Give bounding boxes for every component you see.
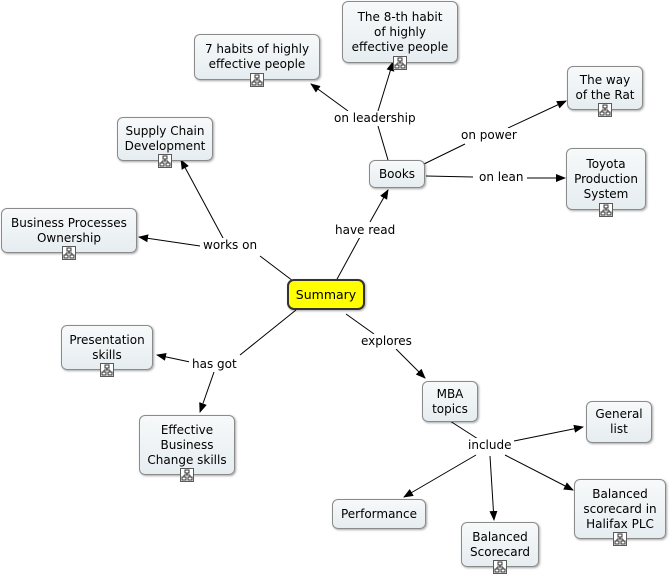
connector-works-on-supply: [180, 159, 224, 239]
node-summary[interactable]: Summary: [287, 279, 365, 310]
connector-mba-include: [449, 420, 479, 440]
node-halifax-label: Balanced scorecard in Halifax PLC: [583, 486, 657, 531]
node-general-list-label: General list: [595, 407, 643, 436]
resource-icon[interactable]: [180, 468, 194, 482]
node-toyota[interactable]: Toyota Production System: [566, 148, 646, 217]
link-label-on-lean: on lean: [476, 170, 527, 185]
node-presentation-skills-label: Presentation skills: [69, 332, 145, 362]
connector-summary-explores: [345, 313, 375, 335]
connector-books-on-leadership: [377, 125, 389, 161]
node-balanced-scorecard[interactable]: Balanced Scorecard: [461, 522, 539, 574]
connector-summary-works-on: [259, 255, 294, 282]
link-label-has-got: has got: [189, 357, 240, 372]
connector-on-leadership-8habit: [377, 61, 395, 112]
resource-icon[interactable]: [493, 560, 507, 574]
node-business-processes[interactable]: Business Processes Ownership: [1, 208, 137, 260]
node-way-of-the-rat-label: The way of the Rat: [575, 73, 635, 102]
link-label-include: include: [465, 438, 515, 453]
connector-include-performance: [403, 454, 477, 498]
resource-icon[interactable]: [158, 154, 172, 168]
resource-icon[interactable]: [100, 363, 114, 377]
connector-books-on-lean: [425, 175, 474, 178]
connector-explores-mba: [395, 348, 426, 379]
link-label-have-read: have read: [332, 223, 399, 238]
node-supply-chain-label: Supply Chain Development: [124, 124, 206, 153]
connector-works-on-bpo: [138, 234, 201, 247]
resource-icon[interactable]: [598, 103, 612, 117]
node-toyota-label: Toyota Production System: [574, 156, 638, 201]
node-performance[interactable]: Performance: [332, 499, 426, 529]
node-halifax[interactable]: Balanced scorecard in Halifax PLC: [574, 479, 666, 546]
connector-include-general: [513, 424, 584, 442]
node-7-habits-label: 7 habits of highly effective people: [204, 42, 310, 71]
link-label-on-leadership: on leadership: [331, 111, 419, 126]
connector-books-on-power: [423, 143, 466, 165]
node-balanced-scorecard-label: Balanced Scorecard: [470, 529, 530, 559]
connector-summary-have-read: [335, 236, 361, 282]
resource-icon[interactable]: [599, 203, 613, 217]
connector-has-got-change: [199, 371, 215, 413]
node-general-list[interactable]: General list: [586, 401, 652, 443]
node-books[interactable]: Books: [369, 160, 425, 188]
node-presentation-skills[interactable]: Presentation skills: [61, 325, 153, 377]
resource-icon[interactable]: [62, 246, 76, 260]
node-change-skills-label: Effective Business Change skills: [147, 422, 227, 467]
resource-icon[interactable]: [393, 56, 407, 70]
node-business-processes-label: Business Processes Ownership: [11, 215, 127, 245]
link-label-on-power: on power: [458, 128, 520, 143]
node-way-of-the-rat[interactable]: The way of the Rat: [567, 66, 643, 117]
node-books-label: Books: [378, 166, 416, 181]
connector-include-halifax: [504, 454, 574, 491]
connector-on-power-wayrat: [507, 100, 567, 129]
node-change-skills[interactable]: Effective Business Change skills: [139, 415, 235, 482]
connector-has-got-presentation: [156, 352, 191, 363]
connector-include-balanced: [489, 455, 498, 521]
node-7-habits[interactable]: 7 habits of highly effective people: [194, 34, 320, 87]
connector-summary-has-got: [239, 309, 297, 356]
connector-have-read-books: [369, 189, 389, 223]
resource-icon[interactable]: [250, 73, 264, 87]
link-label-explores: explores: [358, 334, 415, 349]
node-mba-topics[interactable]: MBA topics: [422, 381, 478, 422]
node-summary-label: Summary: [295, 287, 357, 302]
node-performance-label: Performance: [340, 506, 418, 521]
node-supply-chain[interactable]: Supply Chain Development: [117, 117, 213, 168]
connector-on-leadership-7habits: [310, 83, 349, 112]
node-mba-topics-label: MBA topics: [432, 386, 468, 416]
node-8th-habit[interactable]: The 8-th habit of highly effective peopl…: [342, 1, 458, 70]
link-label-works-on: works on: [200, 238, 261, 253]
node-8th-habit-label: The 8-th habit of highly effective peopl…: [351, 9, 449, 54]
resource-icon[interactable]: [613, 532, 627, 546]
